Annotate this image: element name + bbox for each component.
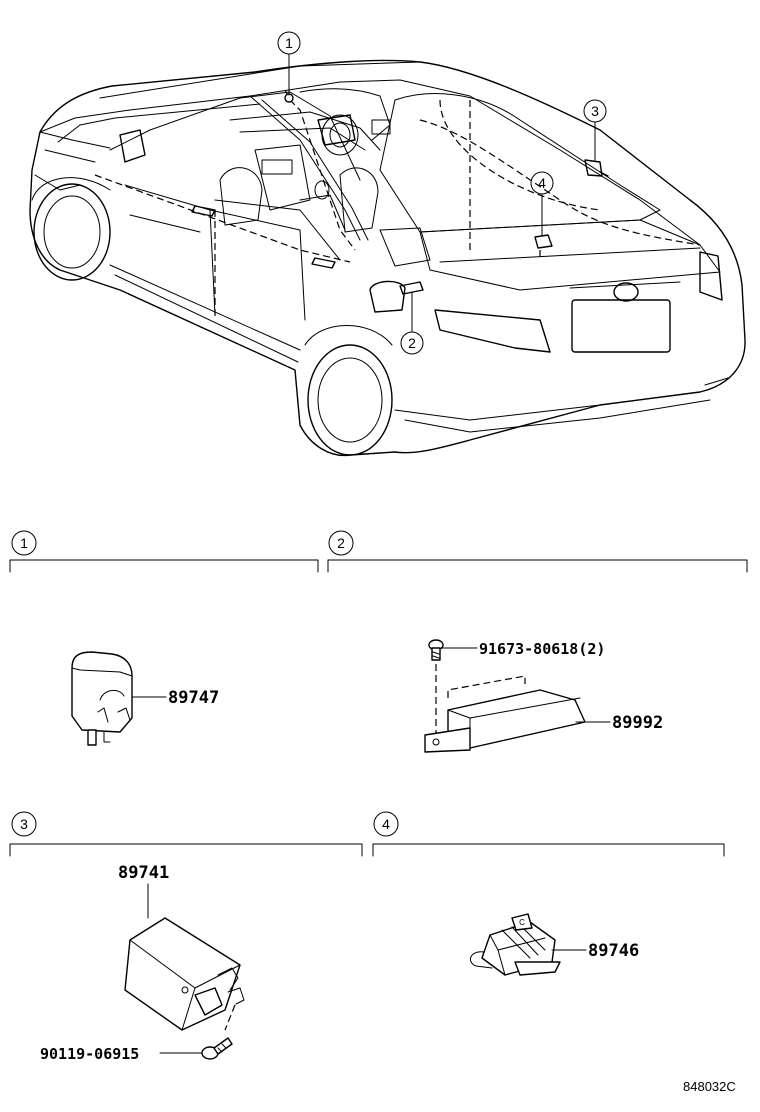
part-89992-label: 89992: [612, 713, 663, 733]
part-89741-illustration: [124, 917, 245, 1031]
section-2-number: 2: [337, 535, 345, 551]
part-89746-illustration: C: [469, 913, 561, 976]
connector-letter: C: [519, 918, 525, 927]
section-4-number: 4: [382, 816, 390, 832]
bolt-91673-80618-illustration: [428, 639, 444, 661]
vehicle-illustration: [29, 59, 746, 457]
bolt-90119-06915-illustration: [201, 1037, 233, 1060]
callout-2: 2: [400, 291, 424, 355]
bolt-90119-06915-label: 90119-06915: [40, 1045, 139, 1063]
callout-4-label: 4: [538, 175, 546, 191]
part-89746-label: 89746: [588, 941, 639, 961]
diagram-code: 848032C: [683, 1079, 736, 1094]
section-2: 2 91673-80618(2) 89992: [327, 530, 748, 753]
callout-2-label: 2: [408, 335, 416, 351]
section-1-number: 1: [20, 535, 28, 551]
callout-1-label: 1: [285, 35, 293, 51]
part-89747-label: 89747: [168, 688, 219, 708]
part-89747-illustration: [71, 651, 133, 746]
callout-4: 4: [530, 171, 554, 237]
callout-3: 3: [583, 99, 607, 161]
part-89741-label: 89741: [118, 863, 169, 883]
callout-1: 1: [277, 31, 301, 96]
section-1: 1 89747: [9, 530, 319, 746]
callout-3-label: 3: [591, 103, 599, 119]
part-89992-illustration: [424, 675, 586, 753]
bolt-91673-80618-label: 91673-80618(2): [479, 640, 605, 658]
section-4: 4 C 89746: [372, 811, 725, 976]
section-3-number: 3: [20, 816, 28, 832]
section-3: 3 89741 90119-06915: [9, 811, 363, 1063]
